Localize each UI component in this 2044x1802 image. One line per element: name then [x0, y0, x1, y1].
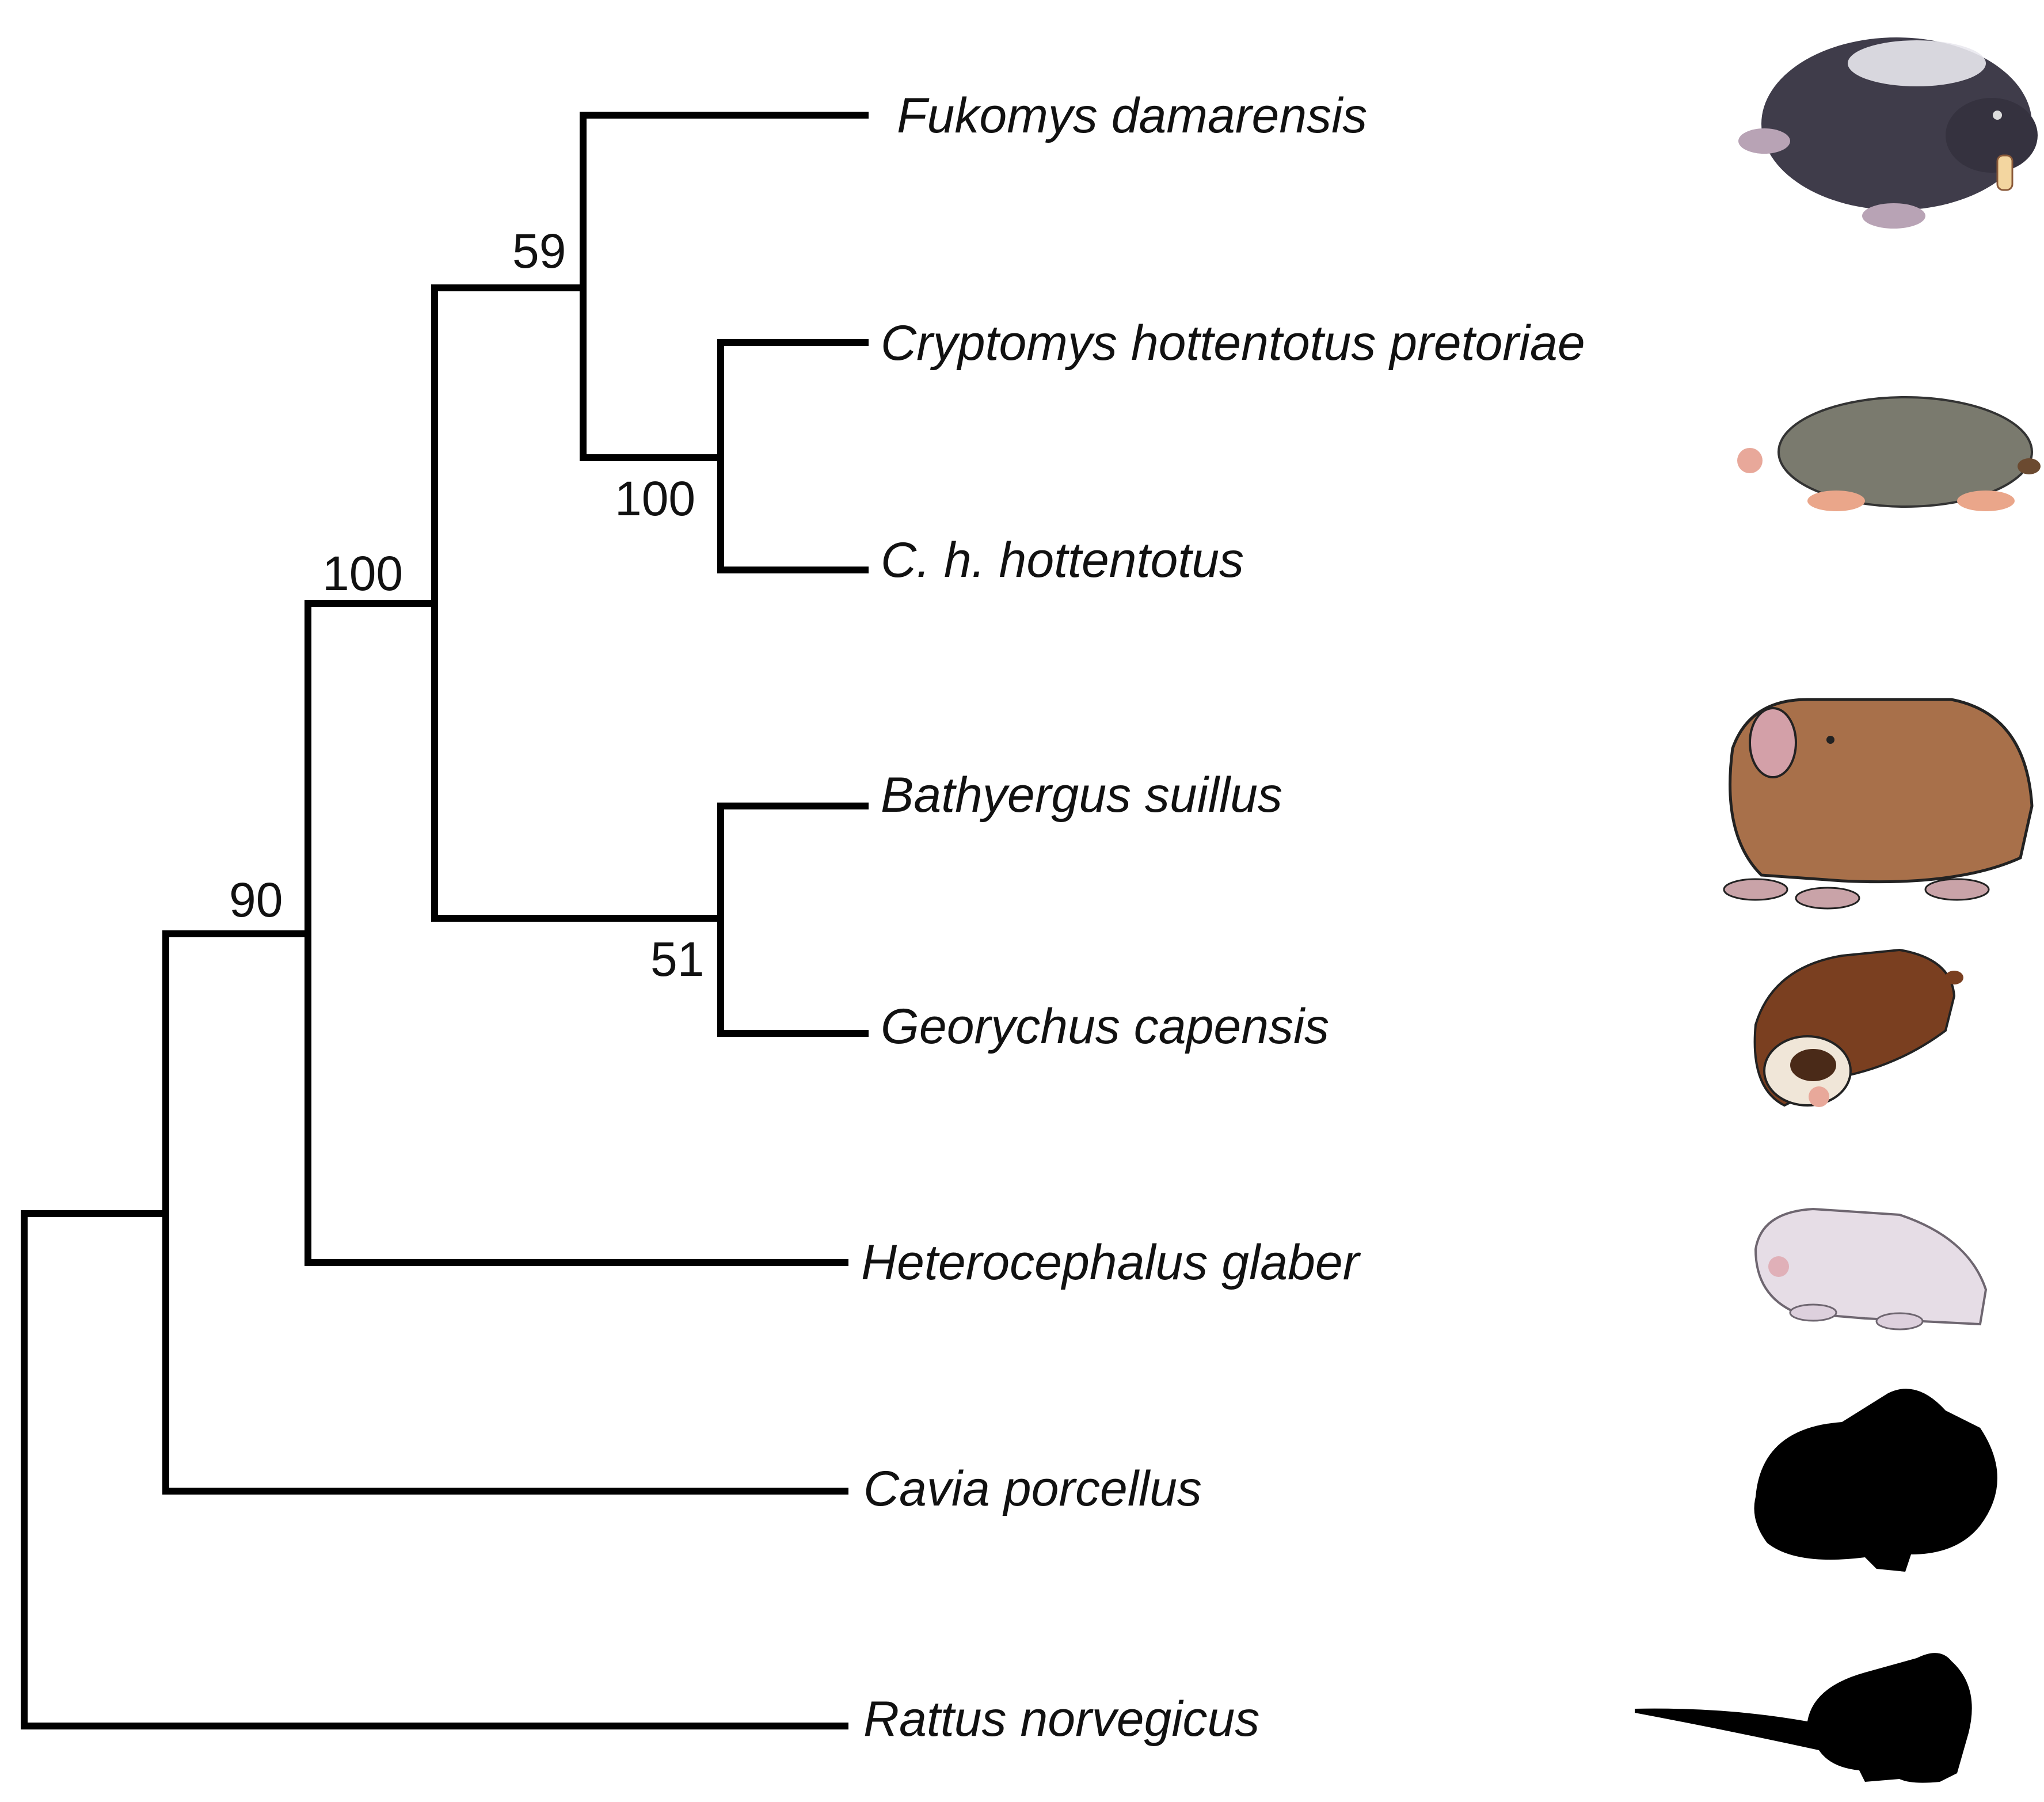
guinea-pig-silhouette-icon	[1754, 1389, 1997, 1572]
taxon-label: Rattus norvegicus	[863, 1691, 1259, 1747]
branch-node-cryptomys	[717, 339, 869, 573]
branch-node-59	[580, 112, 869, 461]
branch-bathyergidae	[304, 600, 848, 1266]
damaraland-mole-rat-icon	[1738, 37, 2038, 229]
support-label-59: 59	[512, 224, 566, 278]
tree-branches	[21, 112, 869, 1729]
taxon-label: Cryptomys hottentotus pretoriae	[881, 315, 1585, 371]
branch-node-51	[717, 803, 869, 1037]
animal-illustrations	[1635, 37, 2041, 1783]
naked-mole-rat-icon	[1754, 1207, 1988, 1330]
cape-mole-rat-icon	[1753, 948, 1963, 1107]
common-mole-rat-icon	[1737, 396, 2041, 511]
taxon-label: Georychus capensis	[881, 999, 1329, 1054]
taxon-label: Fukomys damarensis	[897, 88, 1367, 143]
support-label-51: 51	[650, 932, 704, 986]
taxon-label: Bathyergus suillus	[881, 767, 1282, 823]
taxon-labels: Fukomys damarensis Cryptomys hottentotus…	[861, 88, 1585, 1747]
support-label-100-cryptomys: 100	[615, 472, 695, 526]
branch-node-90	[162, 930, 848, 1495]
taxon-label: C. h. hottentotus	[881, 533, 1244, 588]
support-label-100: 100	[322, 546, 403, 600]
taxon-label: Cavia porcellus	[863, 1461, 1202, 1516]
cape-dune-mole-rat-icon	[1723, 698, 2034, 910]
rat-silhouette-icon	[1635, 1653, 1972, 1783]
support-values: 59 100 100 51 90	[229, 224, 704, 986]
support-label-90: 90	[229, 873, 283, 927]
taxon-label: Heterocephalus glaber	[861, 1235, 1361, 1290]
branch-node-100-upper	[431, 284, 724, 922]
branch-root	[21, 1210, 848, 1729]
